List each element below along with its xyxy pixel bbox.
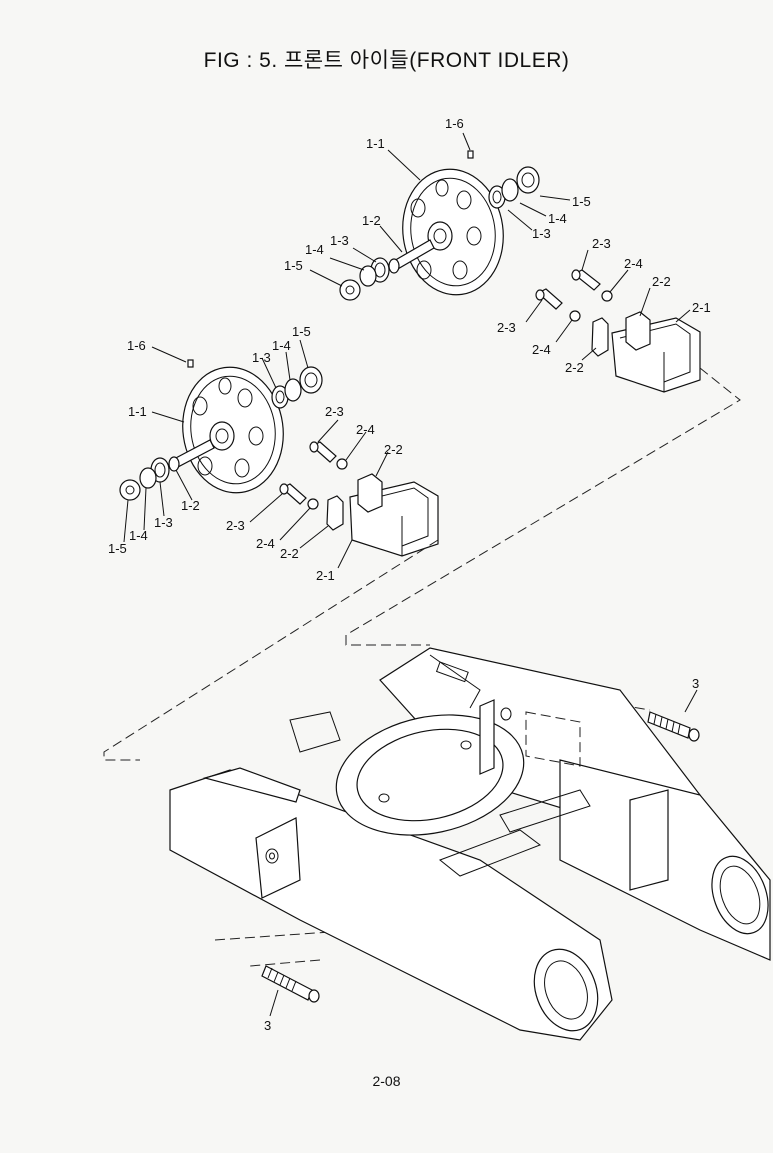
callout-b-1-3: 1-3 (252, 350, 271, 365)
bearing-set-lower-right (271, 366, 323, 409)
idler-wheel-lower (182, 366, 284, 494)
bearing-set-upper-right (488, 166, 540, 209)
adjuster-bolt-upper (647, 711, 700, 742)
callout-a-1-3: 1-3 (330, 233, 349, 248)
bracket-lower (326, 473, 439, 557)
callout-labels: 1-6 1-1 1-2 1-3 1-4 1-5 1-5 1-4 1-3 2-3 … (108, 116, 711, 1033)
callout-a-2-2: 2-2 (652, 274, 671, 289)
washer-lower-1 (336, 458, 348, 470)
callout-b-2-2: 2-2 (384, 442, 403, 457)
callout-a-1-4: 1-4 (305, 242, 324, 257)
callout-b-2-3-lower: 2-3 (226, 518, 245, 533)
shaft-upper (388, 239, 435, 274)
leader-3-upper (684, 689, 698, 713)
callout-b-2-4-lower: 2-4 (256, 536, 275, 551)
callout-b-1-4: 1-4 (272, 338, 291, 353)
callout-a-2-4-lower: 2-4 (532, 342, 551, 357)
callout-a-2-3-lower: 2-3 (497, 320, 516, 335)
callout-a-2-2-lower: 2-2 (565, 360, 584, 375)
adjuster-bolt-lower (261, 965, 320, 1003)
upper-idler-assembly (339, 150, 701, 393)
bolt-lower-2 (279, 483, 307, 505)
idler-wheel-upper (402, 168, 504, 296)
bolt-upper-2 (535, 288, 563, 310)
callout-a-1-1: 1-1 (366, 136, 385, 151)
plug-lower (187, 359, 194, 368)
callout-a-1-5-right: 1-5 (572, 194, 591, 209)
leader-3-lower (269, 989, 279, 1017)
callout-a-1-4-right: 1-4 (548, 211, 567, 226)
page-number: 2-08 (372, 1073, 401, 1089)
callout-a-2-1: 2-1 (692, 300, 711, 315)
callout-b-2-1: 2-1 (316, 568, 335, 583)
washer-lower-2 (307, 498, 319, 510)
callout-a-2-3: 2-3 (592, 236, 611, 251)
callout-a-1-6: 1-6 (445, 116, 464, 131)
callout-a-1-2: 1-2 (362, 213, 381, 228)
bearing-set-lower-left (119, 457, 170, 501)
callout-b-1-3-left: 1-3 (154, 515, 173, 530)
shaft-lower (168, 439, 215, 472)
washer-upper-1 (601, 290, 613, 302)
callout-a-1-5: 1-5 (284, 258, 303, 273)
callout-b-1-2: 1-2 (181, 498, 200, 513)
bracket-upper (591, 311, 701, 393)
callout-b-1-6: 1-6 (127, 338, 146, 353)
figure-title: FIG : 5. 프론트 아이들(FRONT IDLER) (203, 49, 570, 72)
callout-b-1-4-left: 1-4 (129, 528, 148, 543)
callout-b-2-4: 2-4 (356, 422, 375, 437)
callout-b-1-5-left: 1-5 (108, 541, 127, 556)
callout-b-1-5: 1-5 (292, 324, 311, 339)
bolt-upper-1 (571, 269, 601, 291)
callout-a-2-4: 2-4 (624, 256, 643, 271)
callout-b-2-2-lower: 2-2 (280, 546, 299, 561)
callout-c-3-lower: 3 (264, 1018, 271, 1033)
callout-b-1-1: 1-1 (128, 404, 147, 419)
callout-a-1-3-right: 1-3 (532, 226, 551, 241)
washer-upper-2 (569, 310, 581, 322)
callout-c-3-upper: 3 (692, 676, 699, 691)
lower-idler-assembly (119, 359, 439, 557)
track-frame (169, 647, 771, 1041)
leader-lines (123, 132, 691, 569)
plug-upper (467, 150, 474, 159)
callout-b-2-3: 2-3 (325, 404, 344, 419)
bearing-set-upper-left (339, 257, 390, 301)
bolt-lower-1 (309, 441, 337, 463)
